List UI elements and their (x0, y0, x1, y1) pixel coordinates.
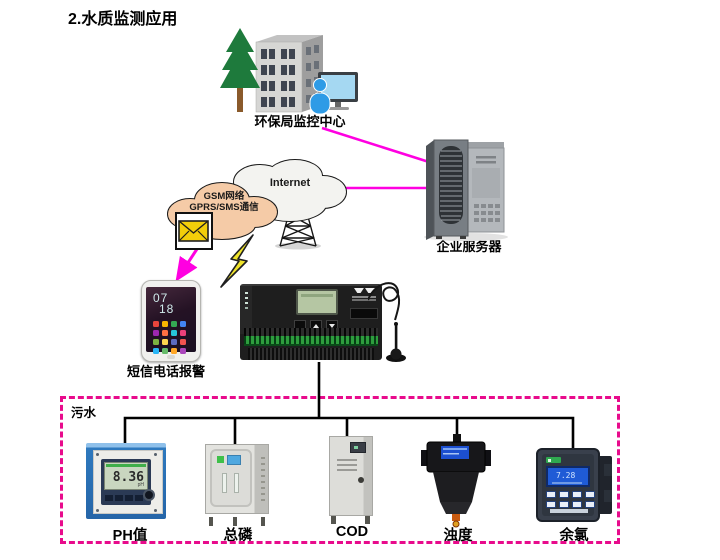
link-center-to-server (321, 126, 430, 164)
cl-front-housing: 7.28 (536, 448, 600, 522)
page-title: 2.水质监测应用 (68, 11, 178, 28)
operator-icon (309, 78, 331, 115)
tp-foot (233, 517, 237, 526)
enterprise-server-graphic (424, 139, 508, 241)
tp-foot (261, 517, 265, 526)
server-tower-left (426, 139, 469, 240)
cl-reading: 7.28 (556, 471, 576, 480)
ph-label: PH值 (112, 528, 148, 544)
cl-button (546, 501, 556, 508)
rtu-brand-mark (354, 288, 364, 293)
gsm-cloud-label: GSM网络 GPRS/SMS通信 (176, 191, 272, 213)
cl-button (546, 491, 556, 498)
tp-cabinet (205, 444, 269, 514)
cod-panel-text (337, 459, 357, 461)
cod-label: COD (335, 524, 369, 540)
phone-clock-hour: 07 (153, 291, 169, 305)
tp-flow-tube-left (222, 473, 227, 493)
rtu-brand-text (352, 296, 376, 298)
tp-side-vents (261, 453, 265, 501)
lightning-bolt-icon (220, 234, 254, 288)
cl-button (585, 491, 595, 498)
server-label: 企业服务器 (436, 239, 502, 254)
ph-meter-panel: 8.36 pH (93, 450, 163, 514)
monitoring-center-label: 环保局监控中心 (254, 114, 346, 129)
cod-foot (331, 516, 336, 524)
pine-tree-icon (220, 28, 260, 112)
cl-button (572, 491, 582, 498)
internet-cloud-label: Internet (269, 177, 311, 189)
phone-home-button (167, 355, 175, 359)
ph-unit: pH (137, 482, 144, 488)
cl-fin (604, 490, 612, 502)
rtu-datalogger (238, 276, 414, 372)
cl-brand-logo (546, 457, 561, 463)
total-phosphorus-device (203, 444, 275, 526)
tp-flow-tube-right (234, 473, 239, 493)
turbidity-device (421, 434, 491, 528)
rtu-lcd-screen (296, 289, 338, 315)
ph-meter-lcd: 8.36 pH (104, 462, 148, 490)
rtu-antenna-icon (368, 282, 406, 362)
cl-lcd-screen: 7.28 (546, 466, 590, 487)
cod-device (327, 436, 377, 524)
cod-foot (365, 516, 370, 524)
rtu-status-leds (245, 292, 248, 294)
tp-screen (227, 455, 241, 465)
phone-label: 短信电话报警 (126, 364, 205, 379)
ph-meter-display-area: 8.36 pH (101, 459, 151, 505)
phosphorus-label: 总磷 (223, 528, 253, 544)
gsm-cloud-line2: GPRS/SMS通信 (189, 202, 259, 213)
sms-envelope-icon (175, 212, 213, 250)
rtu-heatsink-ribs (248, 348, 374, 360)
cl-name-strip (550, 509, 588, 513)
cod-cabinet (329, 436, 373, 516)
phone-screen: 07 18 (146, 287, 196, 352)
cl-button (572, 501, 582, 508)
ph-meter-device: 8.36 pH (86, 443, 170, 521)
rtu-sim-slot (350, 308, 378, 319)
sensor-bus (123, 416, 575, 450)
ph-meter-knob (143, 489, 155, 501)
gsm-cloud-line1: GSM网络 (203, 191, 245, 202)
residual-chlorine-device: 7.28 (536, 448, 614, 528)
cod-door-lock (358, 477, 364, 483)
tp-indicator (217, 456, 224, 463)
ph-meter-buttons (105, 495, 113, 501)
building (255, 35, 323, 113)
turbidity-label: 浊度 (443, 528, 473, 544)
cl-front-panel: 7.28 (542, 454, 595, 516)
sewage-zone-box: 污水 (60, 396, 620, 544)
ph-reading: 8.36 (112, 470, 144, 485)
cl-fin (604, 464, 612, 476)
rtu-brand-mark2 (365, 288, 376, 293)
cl-button (559, 501, 569, 508)
cl-button (585, 501, 595, 508)
sewage-zone-label: 污水 (71, 406, 97, 420)
alarm-phone: 07 18 (141, 280, 201, 362)
rtu-terminal-teeth (244, 328, 378, 336)
monitoring-center-graphic (220, 28, 358, 115)
cod-display (350, 442, 366, 453)
rtu-terminal-strip (244, 336, 378, 346)
link-gsm-to-phone-arrow (175, 248, 199, 282)
phone-app-icons (153, 321, 159, 327)
chlorine-label: 余氯 (559, 528, 589, 544)
server-tower-right (467, 142, 505, 233)
tp-foot (209, 517, 213, 526)
rtu-side-module (240, 286, 252, 334)
cl-button (559, 491, 569, 498)
tp-door-window (210, 449, 252, 507)
phone-clock-minute: 18 (159, 302, 175, 316)
